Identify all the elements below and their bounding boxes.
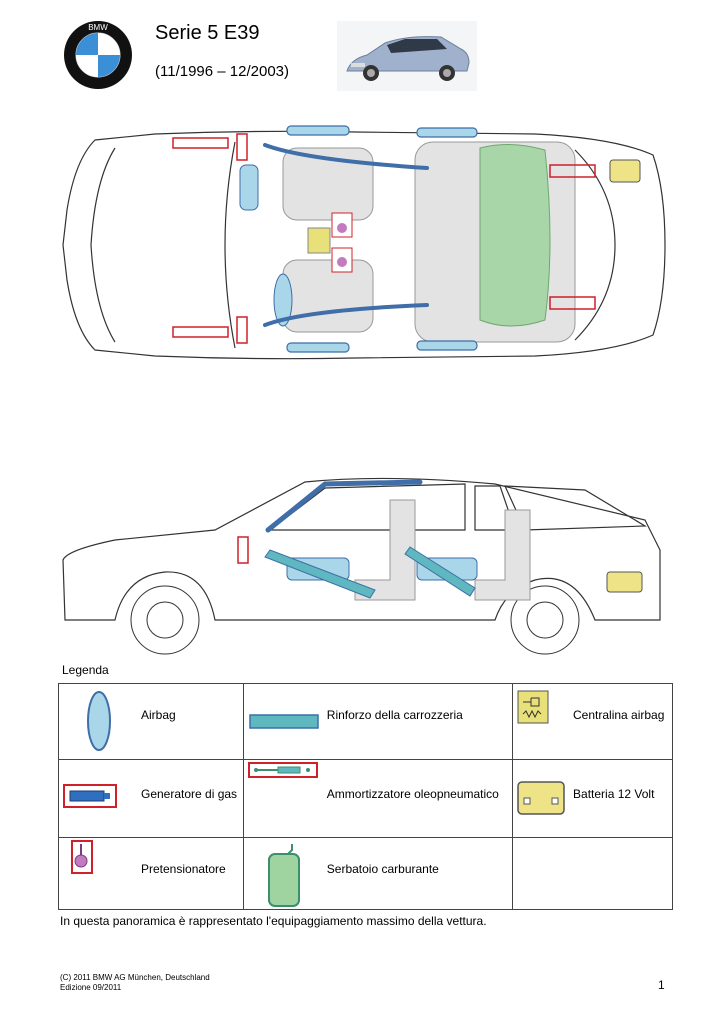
car-top-body-outline (62, 130, 666, 360)
gas-struts-top (172, 133, 596, 344)
airbag-control-unit-top (307, 227, 331, 254)
legend-cell-airbag: Airbag (58, 683, 244, 760)
legend-title: Legenda (62, 663, 109, 677)
legend-table: Airbag Rinforzo della carrozzeria Centra… (58, 683, 673, 910)
page-subtitle: (11/1996 – 12/2003) (155, 63, 289, 80)
legend-label-airbag: Airbag (141, 708, 176, 722)
legend-cell-pretensioner: Pretensionatore (58, 837, 244, 910)
roof-curtain-reinforcement (265, 479, 423, 533)
legend-cell-gas-strut: Ammortizzatore oleopneumatico (242, 759, 514, 838)
equipment-note: In questa panoramica è rappresentato l'e… (60, 914, 487, 928)
airbag-control-unit-icon (517, 690, 549, 724)
reinforcements-top (263, 143, 429, 327)
car-side-view-diagram (62, 477, 661, 655)
legend-cell-gas-generator: Generatore di gas (58, 759, 244, 838)
svg-text:BMW: BMW (88, 23, 108, 32)
body-reinforcement-icon (249, 714, 319, 729)
legend-cell-reinforcement: Rinforzo della carrozzeria (242, 683, 514, 760)
legend-cell-control-unit: Centralina airbag (512, 683, 673, 760)
front-airbag-passenger (239, 164, 259, 211)
legend-cell-fuel-tank: Serbatoio carburante (242, 837, 514, 910)
page-title: Serie 5 E39 (155, 22, 260, 44)
legend-label-control-unit: Centralina airbag (573, 708, 665, 722)
bmw-logo: BMW (64, 21, 132, 89)
legend-label-reinforcement: Rinforzo della carrozzeria (326, 708, 463, 722)
legend-label-pretensioner: Pretensionatore (141, 862, 226, 876)
airbag-icon (87, 691, 111, 751)
reinforcements-side (264, 546, 476, 599)
legend-cell-battery: Batteria 12 Volt (512, 759, 673, 838)
gas-generator-icon (63, 784, 117, 808)
fuel-tank-top (479, 143, 551, 327)
pretensioner-icon (71, 840, 93, 874)
edition: Edizione 09/2011 (60, 983, 122, 992)
legend-cell-empty (512, 837, 673, 910)
car-photo (337, 21, 477, 91)
legend-label-gas-strut: Ammortizzatore oleopneumatico (326, 787, 499, 801)
pretensioners-top (331, 212, 353, 273)
battery-icon (517, 781, 565, 815)
legend-label-fuel-tank: Serbatoio carburante (326, 862, 439, 876)
gas-generator-side (237, 536, 249, 564)
car-top-view-diagram (62, 125, 666, 360)
gas-strut-icon (247, 762, 318, 778)
copyright: (C) 2011 BMW AG München, Deutschland (60, 973, 210, 982)
seats-side (354, 499, 531, 601)
curtain-airbags-top (286, 125, 478, 353)
battery-side (606, 571, 643, 593)
page-number: 1 (658, 978, 665, 992)
battery-top (609, 159, 641, 183)
steering-airbag (273, 273, 293, 327)
fuel-tank-icon (267, 844, 300, 907)
legend-label-gas-generator: Generatore di gas (141, 787, 238, 801)
legend-label-battery: Batteria 12 Volt (573, 787, 655, 801)
